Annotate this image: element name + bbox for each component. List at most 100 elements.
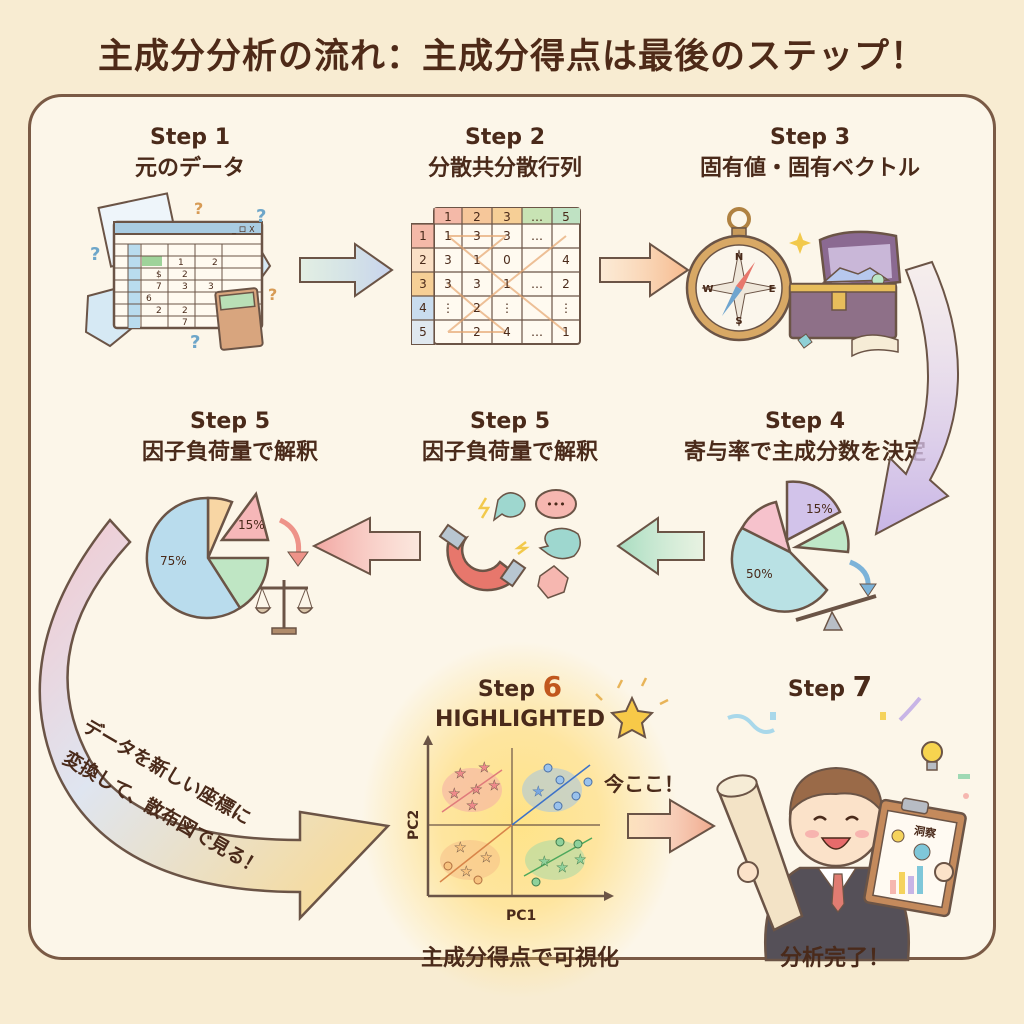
- step-6-label: Step 6: [477, 670, 562, 703]
- window-buttons: _ ロ X: [231, 225, 255, 234]
- svg-text:?: ?: [190, 332, 200, 353]
- matrix-cell: ⋮: [560, 301, 572, 315]
- step4-pie-chart: 15% 50%: [730, 480, 877, 631]
- step-6-number: 6: [542, 670, 563, 703]
- matrix-cell: 1: [444, 229, 452, 243]
- current-position-badge: 今ここ！: [604, 772, 684, 796]
- compass-e: E: [769, 284, 776, 295]
- step-3-name: 固有値・固有ベクトル: [699, 156, 920, 181]
- compass-icon: N E S W: [685, 207, 793, 342]
- svg-text:★: ★: [574, 852, 587, 868]
- matrix-row-header: 2: [419, 253, 427, 267]
- step-4-name: 寄与率で主成分数を決定: [683, 440, 926, 465]
- step-5b-label: Step 5: [470, 409, 550, 434]
- svg-text:?: ?: [90, 244, 100, 265]
- step-5a-name: 因子負荷量で解釈: [141, 440, 318, 465]
- sheet-cell: 2: [156, 306, 162, 316]
- matrix-row-header: 3: [419, 277, 427, 291]
- matrix-col-header: 3: [503, 210, 511, 224]
- svg-text:★: ★: [488, 778, 501, 794]
- arrow-step2-to-step3: [599, 242, 690, 298]
- arrow-step4-to-step5: [616, 516, 705, 576]
- matrix-cell: ⋮: [501, 301, 513, 315]
- matrix-cell: 3: [444, 277, 452, 291]
- arrow-step5-to-step6: [38, 518, 391, 922]
- svg-text:★: ★: [454, 840, 467, 856]
- sheet-cell: 2: [182, 306, 188, 316]
- sheet-cell: 7: [182, 318, 188, 328]
- sheet-cell: 2: [212, 258, 218, 268]
- arrow-step6-to-step7: [627, 798, 716, 854]
- y-axis-label: PC2: [406, 810, 422, 840]
- matrix-col-header: 2: [473, 210, 481, 224]
- matrix-cell: …: [531, 277, 543, 291]
- svg-text:★: ★: [480, 850, 493, 866]
- step-4-label: Step 4: [765, 409, 845, 434]
- step-1-label: Step 1: [150, 125, 230, 150]
- step-5b-heading: Step 5 因子負荷量で解釈: [380, 408, 640, 470]
- confetti: [727, 696, 970, 799]
- step-5a-label: Step 5: [190, 409, 270, 434]
- matrix-cell: …: [531, 325, 543, 339]
- lightbulb-icon: [921, 741, 943, 771]
- matrix-cell: 1: [562, 325, 570, 339]
- matrix-cell: 1: [473, 253, 481, 267]
- step-6-prefix: Step: [477, 677, 535, 702]
- x-axis-label: PC1: [506, 908, 536, 924]
- svg-text:•••: •••: [546, 498, 565, 511]
- arrow-step1-to-step2: [299, 242, 394, 298]
- balance-scale-icon: [254, 580, 314, 635]
- step-6-name: 主成分得点で可視化: [420, 946, 619, 971]
- svg-text:★: ★: [532, 784, 545, 800]
- star-icon: [609, 695, 655, 739]
- speech-bubbles-icon: •••: [492, 489, 581, 599]
- matrix-col-header: 5: [562, 210, 570, 224]
- compass-n: N: [735, 252, 743, 263]
- matrix-row-header: 5: [419, 325, 427, 339]
- step-7-label: Step 7: [787, 670, 872, 703]
- sheet-cell: 2: [182, 270, 188, 280]
- matrix-row-header: 4: [419, 301, 427, 315]
- matrix-cell: 3: [473, 229, 481, 243]
- step-4-heading: Step 4 寄与率で主成分数を決定: [660, 408, 950, 470]
- svg-text:★: ★: [478, 760, 491, 776]
- matrix-cell: ⋮: [442, 301, 454, 315]
- sheet-cell: 6: [146, 294, 152, 304]
- pca-scatter-plot: ★★★ ★★★ ★ ★★★ ★★★ PC1 PC2: [406, 735, 614, 924]
- svg-text:?: ?: [268, 285, 277, 304]
- magnet-icon: [438, 497, 530, 592]
- svg-text:★: ★: [556, 860, 569, 876]
- matrix-col-header: …: [531, 210, 543, 224]
- sheet-cell: 1: [178, 258, 184, 268]
- matrix-cell: 3: [444, 253, 452, 267]
- matrix-cell: 3: [503, 229, 511, 243]
- step-2-label: Step 2: [465, 125, 545, 150]
- matrix-cell: 0: [503, 253, 511, 267]
- step-3-label: Step 3: [770, 125, 850, 150]
- compass-w: W: [702, 284, 713, 295]
- svg-text:★: ★: [466, 798, 479, 814]
- svg-text:?: ?: [194, 199, 203, 218]
- step-1-heading: Step 1 元のデータ: [90, 124, 290, 186]
- step-2-name: 分散共分散行列: [427, 156, 582, 181]
- pie5-label-15: 15%: [238, 518, 265, 532]
- step-7-number: 7: [852, 670, 873, 703]
- sparkle-lines: [595, 677, 669, 706]
- step-7-prefix: Step: [787, 677, 845, 702]
- svg-text:★: ★: [454, 766, 467, 782]
- matrix-cell: 1: [503, 277, 511, 291]
- step-7-name: 分析完了！: [779, 946, 890, 971]
- matrix-row-header: 1: [419, 229, 427, 243]
- step-2-heading: Step 2 分散共分散行列: [390, 124, 620, 186]
- svg-text:★: ★: [470, 782, 483, 798]
- arrow-step5b-to-step5a: [311, 516, 421, 576]
- matrix-cell: 4: [562, 253, 570, 267]
- treasure-chest-icon: [788, 230, 902, 358]
- matrix-cell: 2: [473, 325, 481, 339]
- sheet-cell: $: [156, 270, 162, 280]
- svg-text:★: ★: [460, 864, 473, 880]
- compass-s: S: [735, 316, 742, 327]
- svg-text:★: ★: [448, 786, 461, 802]
- arrow-step3-to-step4: [874, 260, 959, 536]
